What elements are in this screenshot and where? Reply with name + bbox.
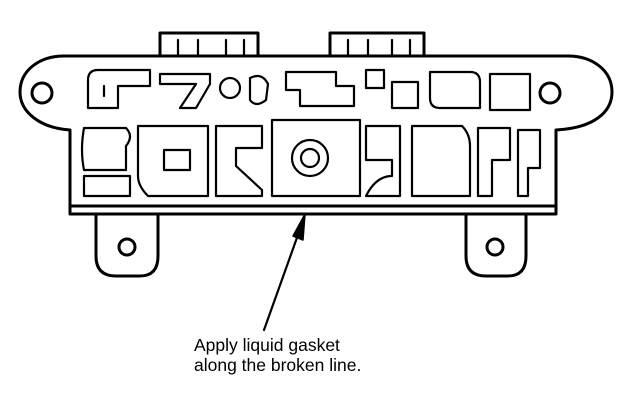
fluid-passages (80, 68, 542, 198)
top-tab-right (328, 31, 426, 58)
caption-line-1: Apply liquid gasket (194, 335, 340, 355)
bolt-hole-left-ear (30, 81, 54, 105)
plate-outline (18, 54, 614, 216)
bottom-tab-right (464, 214, 528, 278)
center-port (290, 138, 330, 178)
instruction-caption: Apply liquid gasket along the broken lin… (194, 335, 361, 375)
top-tab-left (158, 31, 260, 58)
bolt-hole-bottom-right (485, 237, 505, 257)
leader-arrow (262, 213, 306, 332)
bolt-hole-bottom-left (117, 237, 137, 257)
caption-line-2: along the broken line. (194, 355, 362, 375)
bottom-tab-left (94, 214, 160, 278)
bolt-hole-right-ear (538, 81, 562, 105)
